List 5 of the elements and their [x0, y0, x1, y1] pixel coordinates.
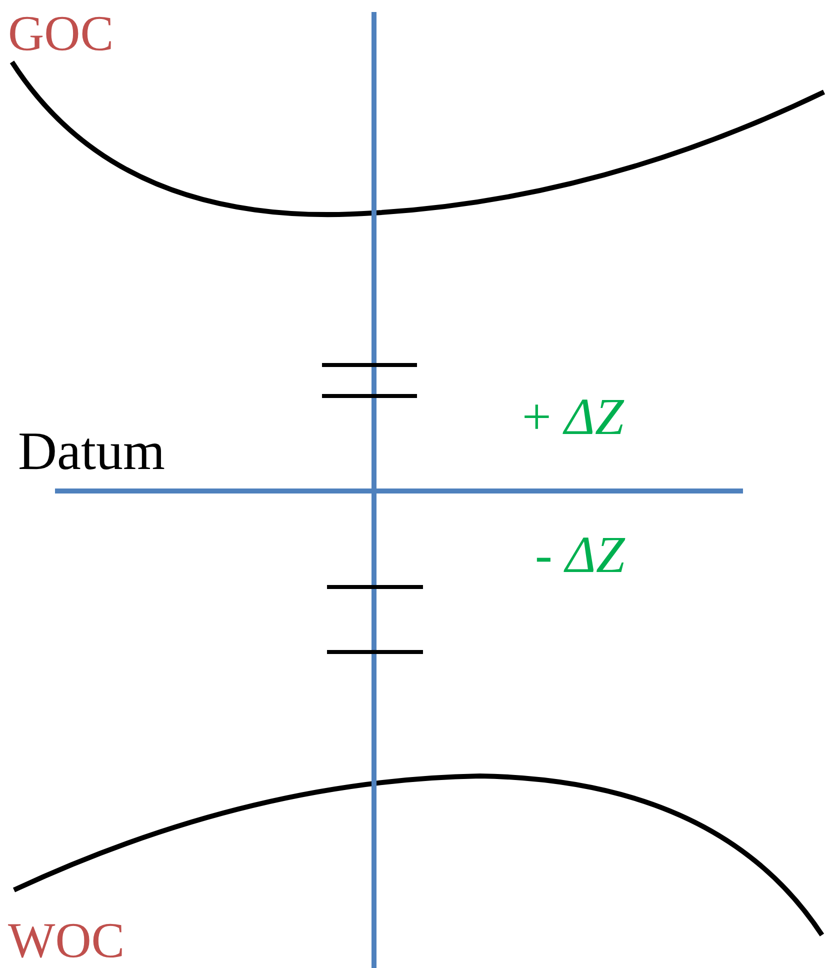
contact-label: WOC — [8, 915, 125, 965]
datum-label: Datum — [18, 424, 165, 478]
elevation-label: + ΔZ — [522, 392, 624, 444]
elevation-label: - ΔZ — [535, 530, 625, 582]
contact-label: GOC — [8, 8, 114, 58]
